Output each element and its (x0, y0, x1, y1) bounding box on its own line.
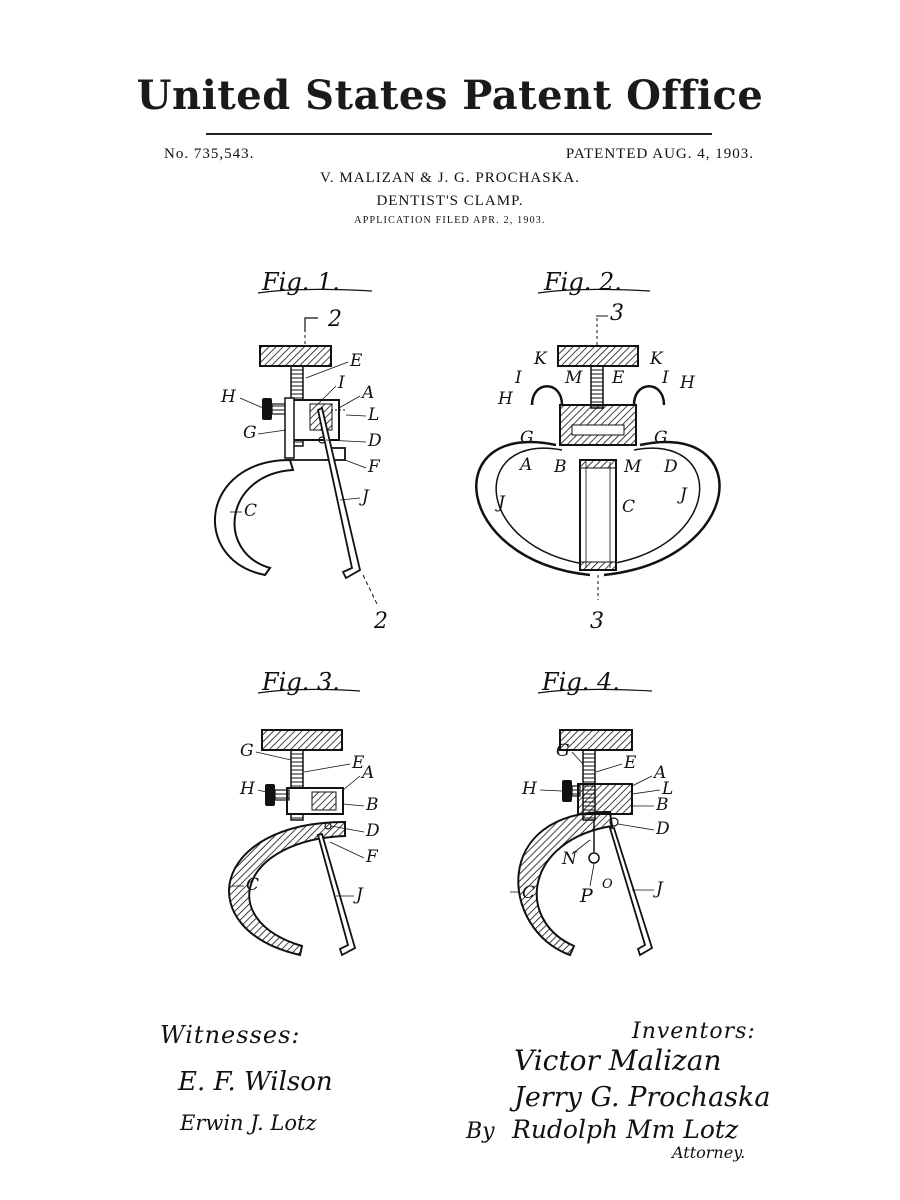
fig2-label-c: C (622, 497, 635, 517)
fig3-label-b: B (365, 795, 379, 815)
fig1-label-a: A (360, 383, 374, 403)
fig2-label-k-right: K (649, 349, 664, 369)
title-rule (206, 133, 712, 135)
witness-signature-2: Erwin J. Lotz (179, 1111, 317, 1135)
fig1-section-bottom: 2 (373, 609, 388, 634)
fig2-label-a: A (518, 455, 532, 475)
fig4-label-j: J (653, 879, 664, 899)
fig3-label-g: G (240, 741, 254, 761)
fig4-label-e: E (623, 753, 637, 773)
inventor-signature-2: Jerry G. Prochaska (509, 1082, 770, 1113)
fig2-label-b: B (553, 457, 567, 477)
fig2-section-bottom: 3 (590, 609, 604, 634)
figure-4: Fig. 4. G E A L H B D N C P O (510, 668, 673, 957)
fig4-label-p: P (579, 885, 594, 907)
fig2-title: Fig. 2. (543, 268, 622, 296)
fig1-label-c: C (244, 501, 257, 521)
witness-signature-1: E. F. Wilson (177, 1067, 333, 1097)
fig1-knob (259, 345, 332, 367)
fig2-label-g-left: G (520, 428, 534, 448)
fig2-label-m-bottom: M (623, 457, 642, 477)
fig4-label-b: B (655, 795, 669, 815)
fig4-label-n: N (561, 849, 578, 869)
fig2-label-g-right: G (654, 428, 668, 448)
attorney-signature: Rudolph Mm Lotz (511, 1115, 739, 1144)
fig4-label-l: L (661, 779, 673, 799)
fig1-label-h: H (220, 387, 237, 407)
figure-3: Fig. 3. G E A H B D F C J (228, 668, 380, 957)
fig1-label-d: D (367, 431, 382, 451)
fig2-label-j-right: J (677, 485, 688, 505)
figure-1: Fig. 1. 2 2 E H I A (214, 268, 388, 634)
fig4-label-c: C (522, 883, 535, 903)
patented-date: PATENTED AUG. 4, 1903. (565, 146, 754, 162)
fig4-label-g: G (556, 741, 570, 761)
fig3-knob (261, 729, 343, 751)
witnesses-heading: Witnesses: (160, 1021, 300, 1049)
inventors-line: V. MALIZAN & J. G. PROCHASKA. (320, 170, 580, 186)
by-prefix: By (465, 1119, 495, 1144)
fig3-label-c: C (246, 875, 259, 895)
fig1-label-e: E (349, 351, 363, 371)
patent-number: No. 735,543. (164, 146, 255, 162)
fig2-label-i-left: I (514, 368, 522, 388)
fig2-label-m-top: M (564, 368, 583, 388)
fig3-label-h: H (239, 779, 256, 799)
fig4-knob (559, 729, 633, 751)
fig4-label-o: O (602, 877, 613, 892)
application-filed-line: APPLICATION FILED APR. 2, 1903. (354, 215, 546, 226)
fig3-label-d: D (365, 821, 380, 841)
fig2-knob (557, 345, 639, 367)
invention-title: DENTIST'S CLAMP. (376, 193, 524, 209)
figure-2: Fig. 2. 3 3 K K M E I I H H (475, 268, 721, 634)
inventors-block: Inventors: Victor Malizan Jerry G. Proch… (465, 1019, 770, 1162)
fig2-section-top: 3 (610, 301, 624, 326)
fig3-label-a: A (360, 763, 374, 783)
office-title: United States Patent Office (136, 72, 764, 119)
fig3-label-j: J (353, 885, 364, 905)
fig1-label-j: J (359, 487, 370, 507)
fig2-label-e: E (611, 368, 625, 388)
witnesses-block: Witnesses: E. F. Wilson Erwin J. Lotz (160, 1021, 333, 1135)
attorney-title: Attorney. (670, 1143, 745, 1162)
fig3-label-f: F (365, 847, 379, 867)
fig3-label-e: E (351, 753, 365, 773)
fig1-label-l: L (367, 405, 379, 425)
fig2-label-d: D (663, 457, 678, 477)
inventors-heading: Inventors: (631, 1019, 756, 1044)
fig1-label-f: F (367, 457, 381, 477)
fig4-label-a: A (652, 763, 666, 783)
inventor-signature-1: Victor Malizan (514, 1044, 722, 1077)
fig2-label-j-left: J (495, 493, 506, 513)
fig1-section-top: 2 (327, 307, 342, 332)
fig1-label-i: I (337, 373, 345, 393)
fig4-label-h: H (521, 779, 538, 799)
fig1-label-g: G (243, 423, 257, 443)
fig2-label-h-right: H (679, 373, 696, 393)
fig2-label-k-left: K (533, 349, 548, 369)
fig2-label-i-right: I (661, 368, 669, 388)
fig2-label-h-left: H (497, 389, 514, 409)
fig4-label-d: D (655, 819, 670, 839)
